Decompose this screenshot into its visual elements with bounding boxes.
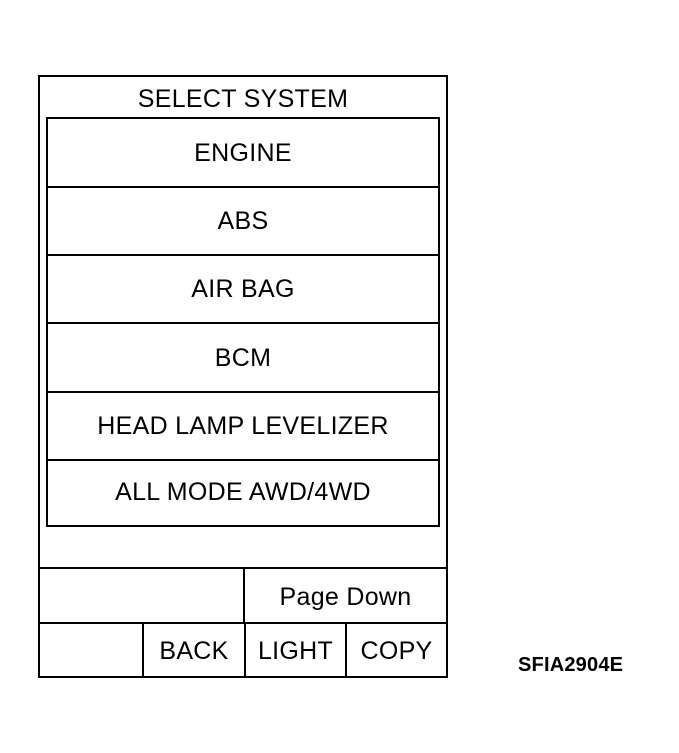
back-button[interactable]: BACK xyxy=(142,624,244,676)
footer-row-top: Page Down xyxy=(40,567,446,622)
light-button[interactable]: LIGHT xyxy=(244,624,345,676)
system-item-head-lamp-levelizer[interactable]: HEAD LAMP LEVELIZER xyxy=(48,392,438,461)
system-item-all-mode-awd-4wd[interactable]: ALL MODE AWD/4WD xyxy=(115,478,371,506)
screen-title: SELECT SYSTEM xyxy=(137,85,349,113)
copy-button[interactable]: COPY xyxy=(345,624,446,676)
system-item-bcm[interactable]: BCM xyxy=(48,324,438,393)
system-item-air-bag[interactable]: AIR BAG xyxy=(48,255,438,324)
consult-screen: SELECT SYSTEM ENGINE ABS AIR BAG BCM HEA… xyxy=(38,75,448,678)
empty-cell xyxy=(40,624,142,676)
footer-row-bottom: BACK LIGHT COPY xyxy=(40,622,446,676)
system-item-engine[interactable]: ENGINE xyxy=(48,119,438,188)
system-item-abs[interactable]: ABS xyxy=(48,187,438,256)
figure-code: SFIA2904E xyxy=(518,654,624,676)
page-down-button[interactable]: Page Down xyxy=(243,569,446,622)
empty-cell xyxy=(40,569,243,622)
system-list: ENGINE ABS AIR BAG BCM HEAD LAMP LEVELIZ… xyxy=(46,117,440,527)
